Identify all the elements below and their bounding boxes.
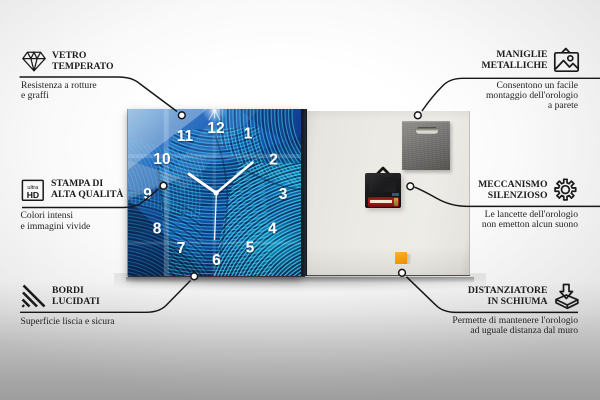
- svg-text:10: 10: [153, 151, 170, 168]
- svg-text:12: 12: [207, 120, 224, 137]
- svg-text:2: 2: [269, 152, 278, 169]
- svg-text:11: 11: [177, 128, 194, 145]
- svg-text:3: 3: [279, 186, 288, 203]
- svg-text:9: 9: [143, 186, 152, 203]
- svg-text:8: 8: [153, 221, 162, 238]
- svg-text:7: 7: [177, 240, 186, 257]
- svg-text:HD: HD: [27, 190, 39, 200]
- svg-text:ultra: ultra: [27, 185, 39, 191]
- svg-text:6: 6: [212, 252, 221, 269]
- svg-text:5: 5: [246, 239, 255, 256]
- svg-text:1: 1: [244, 126, 253, 143]
- svg-text:4: 4: [268, 221, 277, 238]
